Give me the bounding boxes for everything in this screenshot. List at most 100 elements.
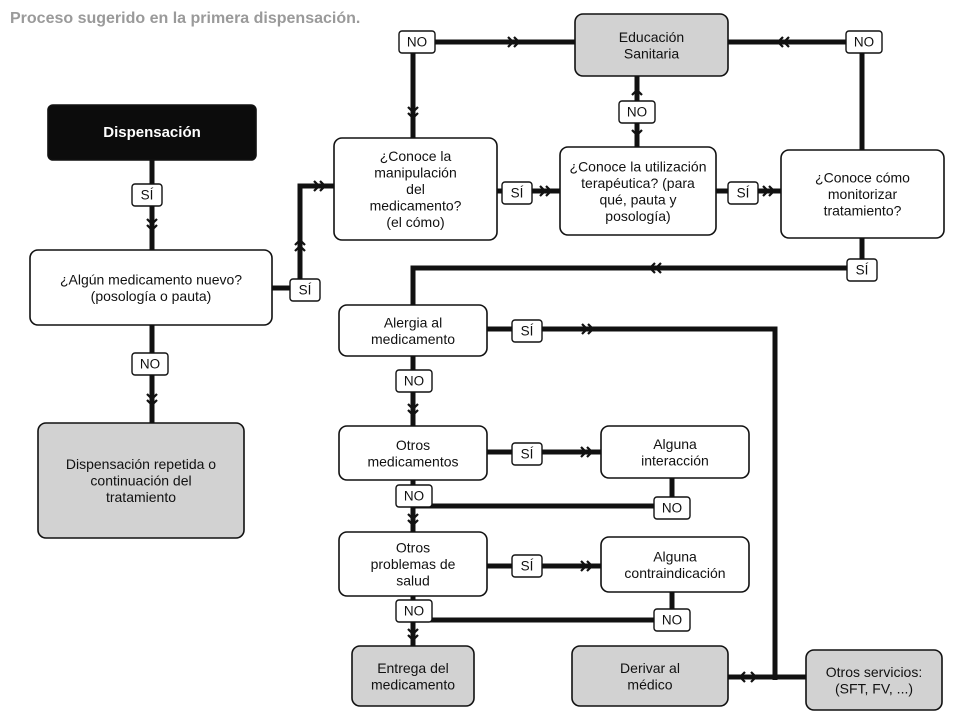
box-educacion-sanitaria-shape — [574, 13, 729, 77]
connector-nuevo-si-to-manipulacion — [272, 183, 334, 291]
box-otros-servicios-shape — [805, 649, 943, 711]
arrow-chevron-icon — [580, 446, 588, 458]
tag-no-otros-problemas-label: NO — [404, 604, 424, 619]
box-alergia-shape — [338, 304, 488, 357]
tag-si-monitorizar: SÍ — [846, 258, 878, 282]
box-alguna-interaccion-shape — [600, 425, 750, 479]
tag-si-otros-problemas-shape — [511, 554, 543, 578]
box-otros-servicios: Otros servicios:(SFT, FV, ...) — [805, 649, 943, 711]
tag-no-interaccion-shape — [653, 496, 691, 520]
arrow-chevron-icon — [146, 218, 158, 226]
connector-monitorizar-si-to-alergia — [410, 238, 865, 305]
tag-si-dispensacion-label: SÍ — [141, 188, 154, 203]
arrow-chevron-icon — [631, 129, 643, 137]
arrow-chevron-icon — [319, 180, 327, 192]
box-otros-problemas-shape — [338, 531, 488, 597]
arrow-chevron-icon — [407, 409, 419, 417]
box-medicamento-nuevo-shape — [29, 249, 273, 326]
tag-si-otros-medicamentos-shape — [511, 442, 543, 466]
box-dispensacion: Dispensación — [47, 104, 257, 161]
box-conoce-manipulacion-shape — [333, 137, 498, 241]
tag-no-alergia-shape — [395, 369, 433, 393]
tag-no-interaccion: NO — [653, 496, 691, 520]
arrow-chevron-icon — [513, 36, 521, 48]
arrow-chevron-icon — [407, 106, 419, 114]
tag-no-otros-medicamentos-shape — [395, 484, 433, 508]
tag-no-manipulacion: NO — [398, 30, 436, 54]
arrow-chevron-icon — [768, 185, 776, 197]
arrow-chevron-icon — [146, 393, 158, 401]
arrow-chevron-icon — [762, 185, 770, 197]
tag-si-dispensacion-shape — [131, 183, 163, 207]
tag-no-otros-medicamentos-label: NO — [404, 489, 424, 504]
box-alguna-contraindicacion-shape — [600, 536, 750, 593]
box-medicamento-nuevo-label: ¿Algún medicamento nuevo?(posología o pa… — [60, 271, 242, 304]
flowchart-boxes: Dispensación ¿Algún medicamento nuevo?(po… — [29, 13, 945, 711]
arrow-chevron-icon — [587, 323, 595, 335]
tag-no-manipulacion-label: NO — [407, 35, 427, 50]
tag-no-educacion-utilizacion-label: NO — [627, 105, 647, 120]
arrow-chevron-icon — [294, 244, 306, 252]
tag-si-medicamento-nuevo-label: SÍ — [299, 283, 312, 298]
arrow-chevron-icon — [146, 224, 158, 232]
box-dispensacion-label: Dispensación — [103, 124, 201, 141]
arrow-chevron-icon — [407, 403, 419, 411]
tag-si-alergia-shape — [511, 319, 543, 343]
connector-monitorizar-to-educacion — [728, 39, 865, 150]
arrow-chevron-icon — [776, 36, 784, 48]
tag-no-medicamento-nuevo: NO — [131, 352, 169, 376]
tag-si-otros-medicamentos: SÍ — [511, 442, 543, 466]
tag-si-monitorizar-label: SÍ — [856, 263, 869, 278]
tag-si-monitorizar-shape — [846, 258, 878, 282]
tag-si-alergia: SÍ — [511, 319, 543, 343]
tag-si-otros-problemas-label: SÍ — [521, 559, 534, 574]
arrow-chevron-icon — [407, 628, 419, 636]
tag-si-utilizacion-shape — [727, 181, 759, 205]
tag-no-alergia: NO — [395, 369, 433, 393]
tag-no-contraindicacion-shape — [653, 608, 691, 632]
box-conoce-monitorizar-shape — [780, 149, 945, 239]
page-title: Proceso sugerido en la primera dispensac… — [10, 10, 361, 27]
tag-no-interaccion-label: NO — [662, 501, 682, 516]
arrow-chevron-icon — [738, 671, 746, 683]
arrow-chevron-icon — [539, 185, 547, 197]
arrow-chevron-icon — [580, 560, 588, 572]
arrow-chevron-icon — [648, 262, 656, 274]
arrow-chevron-icon — [407, 519, 419, 527]
arrow-chevron-icon — [750, 671, 758, 683]
tag-no-contraindicacion: NO — [653, 608, 691, 632]
tag-no-educacion-utilizacion-shape — [618, 100, 656, 124]
tag-si-otros-problemas: SÍ — [511, 554, 543, 578]
arrow-chevron-icon — [654, 262, 662, 274]
box-dispensacion-shape — [47, 104, 257, 161]
arrow-chevron-icon — [545, 185, 553, 197]
connector-alergia-si-to-servicios — [487, 326, 778, 680]
box-otros-servicios-label: Otros servicios:(SFT, FV, ...) — [826, 664, 922, 697]
tag-no-manipulacion-shape — [398, 30, 436, 54]
box-entrega-medicamento-shape — [351, 645, 475, 707]
tag-no-monitorizar-label: NO — [854, 35, 874, 50]
connector-interaccion-no-back — [413, 478, 675, 509]
tag-no-medicamento-nuevo-shape — [131, 352, 169, 376]
arrow-chevron-icon — [407, 634, 419, 642]
tag-no-otros-problemas: NO — [395, 599, 433, 623]
arrow-chevron-icon — [294, 238, 306, 246]
tag-no-alergia-label: NO — [404, 374, 424, 389]
tag-si-medicamento-nuevo-shape — [289, 278, 321, 302]
arrow-chevron-icon — [313, 180, 321, 192]
